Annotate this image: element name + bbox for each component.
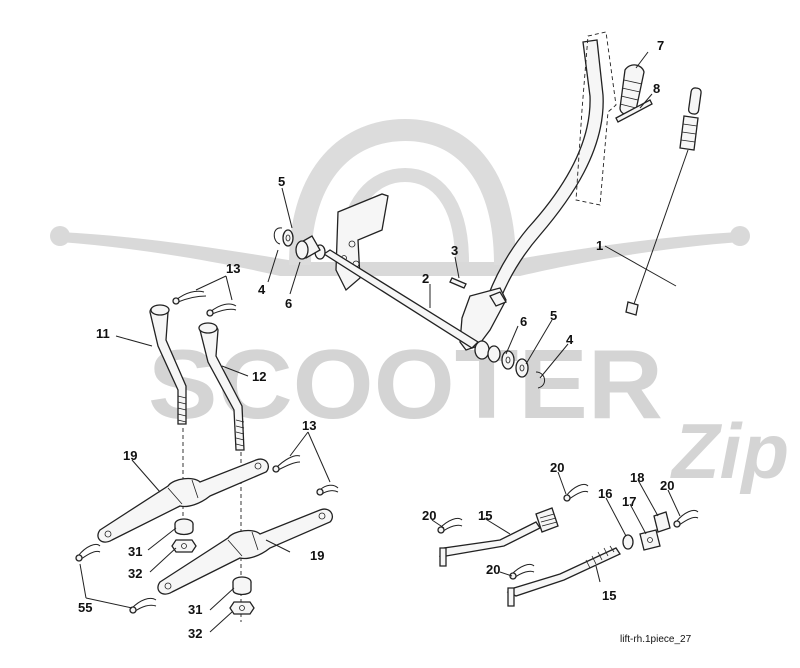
callout-8: 8 (653, 81, 660, 96)
callout-55: 55 (78, 600, 92, 615)
diagram-caption: lift-rh.1piece_27 (620, 634, 692, 645)
callout-16: 16 (598, 486, 612, 501)
callout-31-upper: 31 (128, 544, 142, 559)
callout-20-b: 20 (422, 508, 436, 523)
callout-32-upper: 32 (128, 566, 142, 581)
lift-arm-upper (97, 458, 270, 543)
callout-15-upper: 15 (478, 508, 492, 523)
callout-15-lower: 15 (602, 588, 616, 603)
bushing-left (295, 235, 321, 260)
callout-6-left: 6 (285, 296, 292, 311)
callout-4-left: 4 (258, 282, 266, 297)
hairpin-clip-right-upper (272, 455, 301, 473)
callout-12: 12 (252, 369, 266, 384)
callout-labels: 1 2 3 4 4 5 5 6 6 7 8 11 12 13 13 15 15 … (78, 38, 674, 641)
nut-upper (171, 539, 197, 553)
callout-1: 1 (596, 238, 603, 253)
hairpin-clip-20-c (509, 563, 535, 580)
callout-7: 7 (657, 38, 664, 53)
callout-32-lower: 32 (188, 626, 202, 641)
callout-17: 17 (622, 494, 636, 509)
callout-6-right: 6 (520, 314, 527, 329)
leader-lines (79, 51, 681, 633)
callout-19-upper: 19 (123, 448, 137, 463)
hairpin-clip-20-d (673, 509, 699, 528)
lift-cable (625, 87, 702, 316)
lift-shaft (314, 244, 490, 360)
callout-3: 3 (451, 243, 458, 258)
washer-right (501, 350, 515, 370)
washer-16 (622, 534, 634, 550)
callout-13-upper: 13 (226, 261, 240, 276)
lift-handle (459, 31, 617, 351)
callout-19-lower: 19 (310, 548, 324, 563)
hairpin-clip-55-upper (75, 543, 101, 562)
hairpin-clip-upper (172, 290, 237, 317)
spacer-upper (174, 518, 194, 536)
callout-18: 18 (630, 470, 644, 485)
lift-link-left (149, 304, 187, 425)
nut-lower (229, 601, 255, 615)
watermark-script-text: Zip (670, 407, 789, 495)
washer-left (282, 229, 294, 247)
trunnion-17 (639, 529, 661, 551)
callout-11: 11 (96, 326, 110, 341)
block-18 (653, 511, 671, 533)
lift-arm-lower (157, 508, 334, 595)
roll-pin (615, 99, 653, 123)
bushing-right (487, 345, 501, 363)
callout-13-lower: 13 (302, 418, 316, 433)
lift-rod-upper (438, 507, 559, 567)
callout-20-a: 20 (550, 460, 564, 475)
callout-20-d: 20 (660, 478, 674, 493)
lift-rod-lower (506, 545, 621, 607)
callout-5-left: 5 (278, 174, 285, 189)
hairpin-clip-20-a (563, 483, 589, 502)
callout-4-right: 4 (566, 332, 574, 347)
lift-link-right (198, 322, 245, 451)
callout-5-right: 5 (550, 308, 557, 323)
callout-2: 2 (422, 271, 429, 286)
callout-20-c: 20 (486, 562, 500, 577)
clip-left (273, 227, 283, 245)
hairpin-clip-right-lower (316, 484, 339, 496)
washer-right-2 (515, 358, 529, 378)
pin (449, 277, 467, 289)
spacer-lower (232, 576, 252, 596)
callout-31-lower: 31 (188, 602, 202, 617)
hairpin-clip-55-lower (129, 597, 157, 614)
clip-right (535, 371, 545, 389)
watermark-brand-text: SCOOTER (148, 329, 663, 439)
hairpin-clip-20-b (437, 517, 463, 534)
